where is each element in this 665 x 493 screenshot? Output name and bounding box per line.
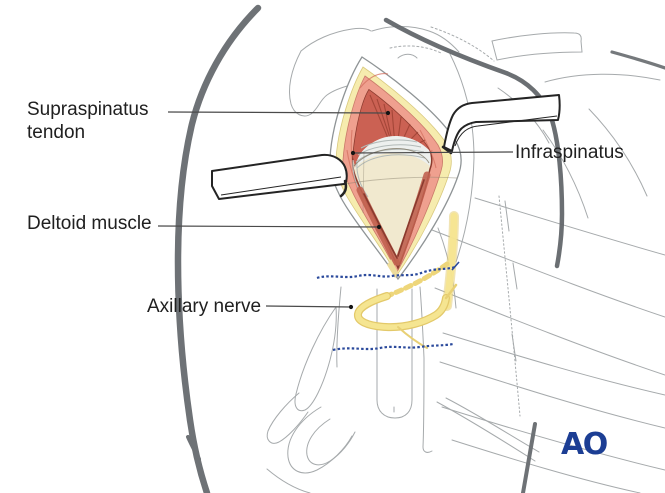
leader-axillary — [265, 305, 352, 308]
label-supraspinatus-tendon: Supraspinatus tendon — [27, 99, 149, 143]
body-outline — [174, 4, 665, 493]
leader-infraspinatus — [352, 151, 514, 154]
label-infraspinatus: Infraspinatus — [515, 142, 624, 163]
left-retractor — [211, 153, 348, 200]
supraspinatus-muscle — [353, 90, 430, 168]
leader-dots — [348, 110, 391, 310]
label-axillary-nerve: Axillary nerve — [147, 296, 262, 317]
apex-fat-wedge — [387, 259, 399, 278]
leader-supraspinatus — [167, 111, 389, 114]
trapezius-edge-line — [610, 50, 665, 70]
label-deltoid-muscle: Deltoid muscle — [27, 213, 152, 234]
axillary-fold-line — [186, 435, 201, 461]
leader-lines — [157, 111, 514, 308]
axillary-nerve-band — [354, 211, 459, 349]
shoulder-arm-outline — [174, 4, 262, 493]
marker-line-upper — [316, 265, 456, 280]
background-anatomy-lines — [266, 26, 665, 493]
scapula-lateral-border-line — [521, 422, 537, 493]
blue-marker-lines — [316, 261, 460, 352]
leader-deltoid — [157, 225, 380, 228]
marker-line-lower — [332, 342, 454, 352]
surgical-wound — [329, 56, 462, 281]
ao-logo: AO — [561, 427, 608, 462]
